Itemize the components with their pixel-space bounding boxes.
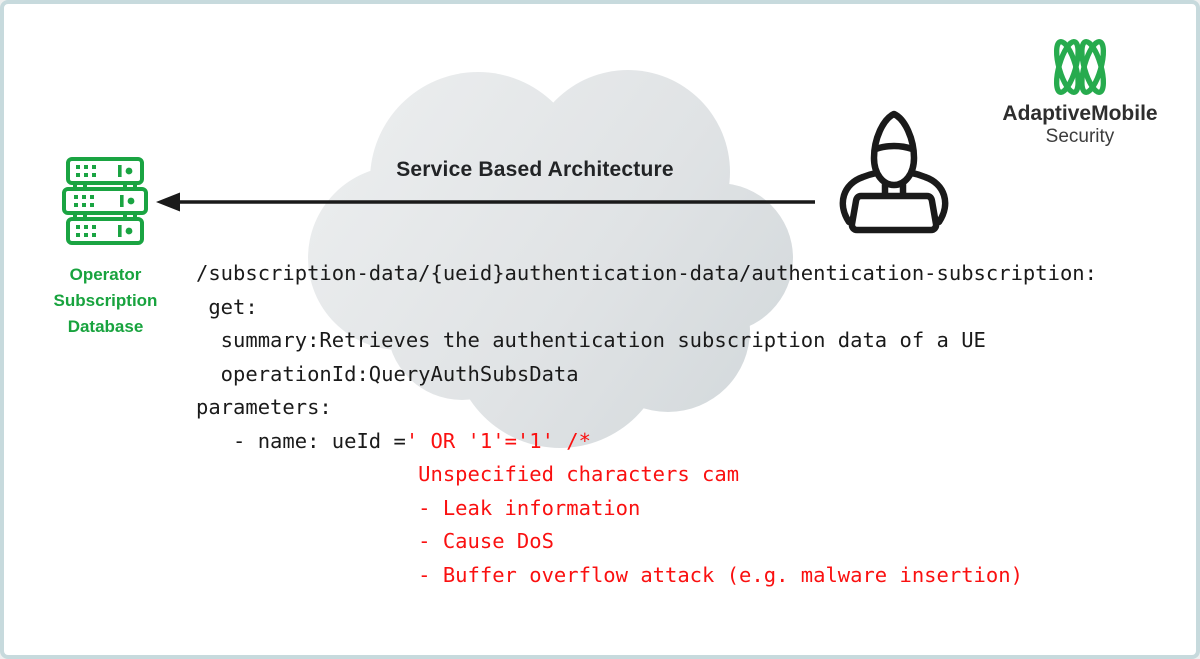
code-line-parameters: parameters: bbox=[196, 395, 332, 419]
attack-note-unspecified: Unspecified characters cam bbox=[196, 462, 740, 486]
code-line-get: get: bbox=[196, 294, 258, 319]
attack-note-leak: - Leak information bbox=[196, 495, 641, 520]
brand-company-name: AdaptiveMobile bbox=[1002, 102, 1158, 125]
logo-mark-icon bbox=[1053, 38, 1107, 95]
code-line-path: /subscription-data/{ueid}authentication-… bbox=[196, 261, 1097, 285]
code-param-name: - name: ueId = bbox=[196, 428, 406, 453]
hacker-icon bbox=[839, 110, 949, 234]
database-label: Operator Subscription Database bbox=[28, 262, 183, 340]
cloud-label: Service Based Architecture bbox=[396, 158, 674, 181]
database-label-line: Database bbox=[67, 317, 144, 336]
code-block: /subscription-data/{ueid}authentication-… bbox=[196, 257, 1097, 592]
code-line-injection: - name: ueId =' OR '1'='1' /* bbox=[196, 425, 1097, 459]
attack-note-dos: - Cause DoS bbox=[196, 529, 554, 553]
code-line-summary: summary:Retrieves the authentication sub… bbox=[196, 328, 986, 352]
server-icon bbox=[62, 157, 148, 245]
attack-note-overflow: - Buffer overflow attack (e.g. malware i… bbox=[196, 562, 1023, 587]
database-label-line: Operator bbox=[69, 265, 142, 284]
brand-division-name: Security bbox=[1045, 126, 1115, 147]
sql-injection-payload: ' OR '1'='1' /* bbox=[405, 428, 591, 453]
code-line-operation-id: operationId:QueryAuthSubsData bbox=[196, 361, 579, 386]
brand-logo: AdaptiveMobile Security bbox=[985, 32, 1175, 148]
database-label-line: Subscription bbox=[53, 291, 158, 310]
